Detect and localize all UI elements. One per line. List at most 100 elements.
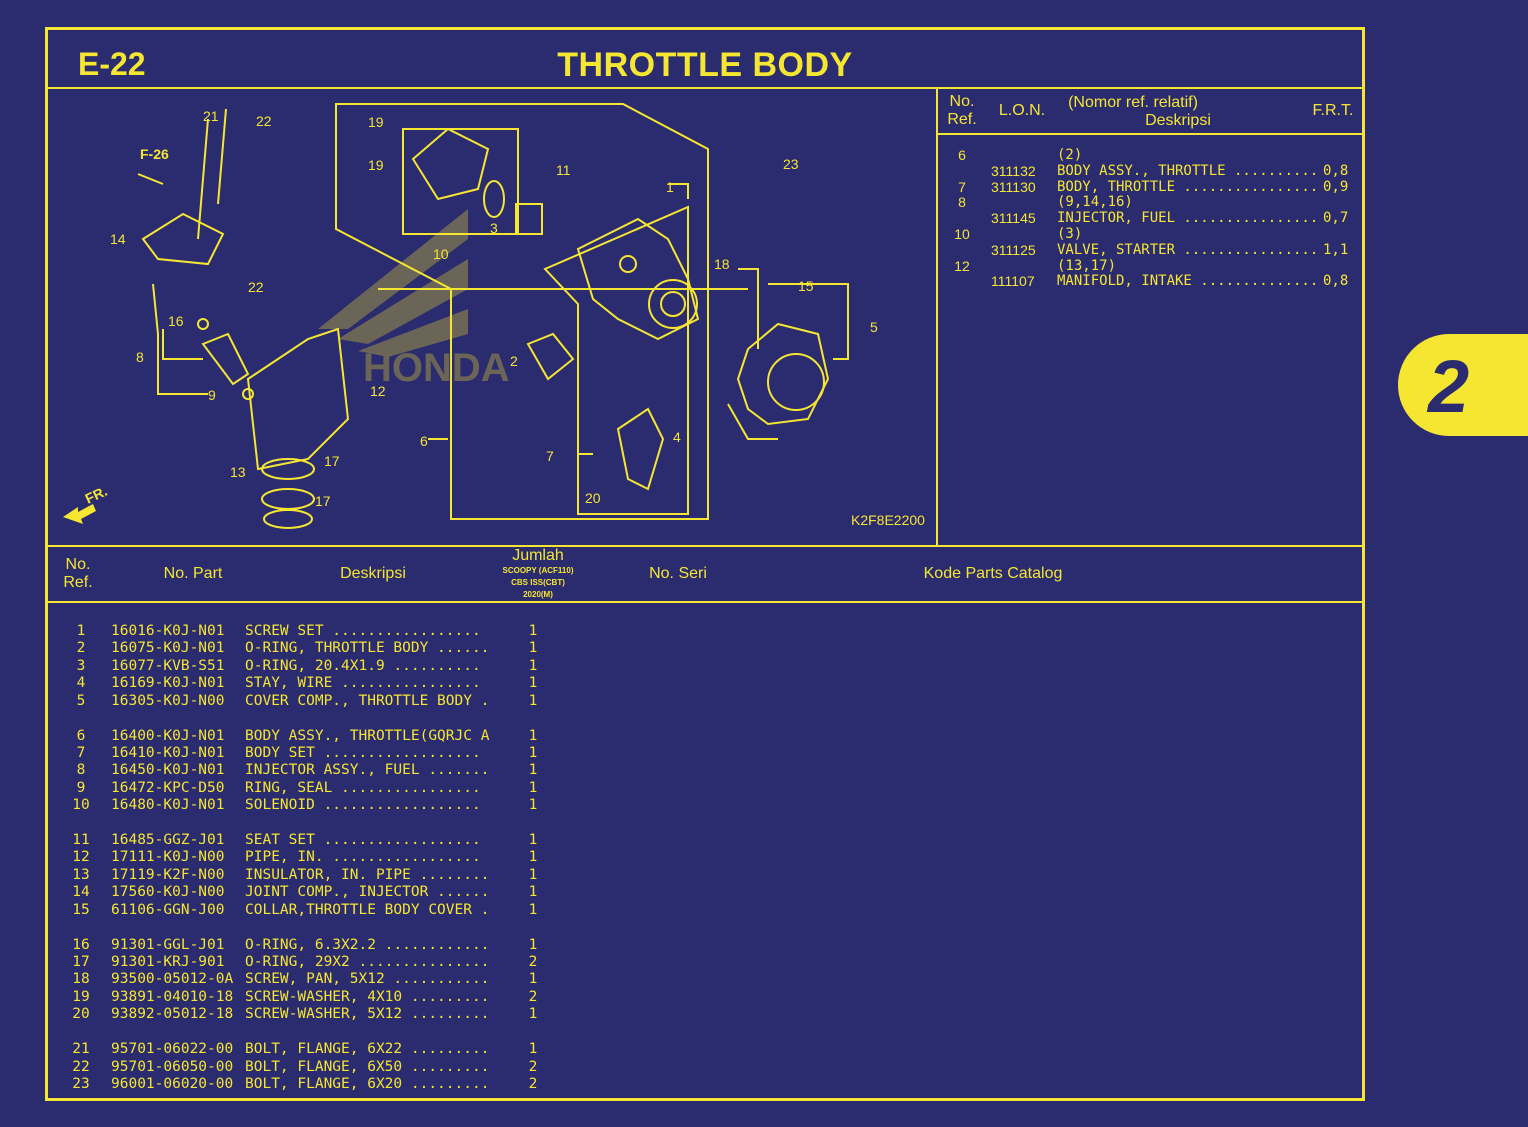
oring-2-part <box>526 332 575 381</box>
ref-cell-lon: 311130 <box>991 178 1036 195</box>
pipe-joint-part <box>141 108 227 266</box>
diagram-code: K2F8E2200 <box>851 512 925 528</box>
ref-cell-desc: VALVE, STARTER .................. <box>1057 242 1315 258</box>
ref-col-deskripsi: Deskripsi <box>1145 112 1211 129</box>
cell-desc: PIPE, IN. ................. <box>245 849 481 866</box>
cell-desc: O-RING, 20.4X1.9 .......... <box>245 657 481 674</box>
cell-part: 17119-K2F-N00 <box>111 866 225 883</box>
col-jumlah: Jumlah <box>512 547 564 564</box>
svg-text:6: 6 <box>420 433 428 449</box>
cell-part: 16450-K0J-N01 <box>111 762 225 779</box>
cell-part: 16169-K0J-N01 <box>111 675 225 692</box>
col-no-ref: No. Ref. <box>63 556 93 591</box>
ref-cell-desc: BODY ASSY., THROTTLE ............ <box>1057 163 1315 179</box>
cell-ref: 19 <box>72 988 90 1005</box>
page-code: E-22 <box>78 46 146 82</box>
exploded-diagram: HONDA <box>63 103 925 529</box>
cell-qty: 1 <box>528 884 538 901</box>
cell-ref: 13 <box>72 866 90 883</box>
cell-desc: BOLT, FLANGE, 6X20 ......... <box>245 1075 490 1092</box>
page-title: THROTTLE BODY <box>557 46 853 84</box>
cell-desc: SEAT SET .................. <box>245 832 481 849</box>
cell-ref: 20 <box>72 1006 90 1023</box>
brand-text: HONDA <box>363 346 510 390</box>
ref-cell-desc: (2) <box>1057 148 1083 163</box>
ref-cell-ref: 6 <box>958 147 966 163</box>
ref-cell-frt: 0,7 <box>1323 210 1349 227</box>
title-divider <box>48 87 1362 89</box>
ref-cell-desc: INJECTOR, FUEL .................. <box>1057 211 1315 227</box>
ref-cell-lon: 311125 <box>991 241 1036 258</box>
cell-qty: 1 <box>528 866 538 883</box>
cell-part: 93892-05012-18 <box>111 1006 234 1023</box>
svg-text:22: 22 <box>248 279 264 295</box>
catalog-frame: E-22 THROTTLE BODY No. Ref. L.O.N. (Nomo… <box>45 27 1365 1101</box>
cell-qty: 1 <box>528 901 538 918</box>
cell-part: 16410-K0J-N01 <box>111 744 225 761</box>
cell-part: 16400-K0J-N01 <box>111 727 225 744</box>
cell-qty: 1 <box>528 971 538 988</box>
section-tab[interactable]: 2 <box>1398 334 1528 436</box>
cell-ref: 10 <box>72 797 90 814</box>
svg-text:17: 17 <box>315 493 331 509</box>
cell-qty: 1 <box>528 1041 538 1058</box>
svg-text:22: 22 <box>256 113 272 129</box>
cell-part: 16016-K0J-N01 <box>111 623 225 639</box>
ref-cell-ref: 12 <box>954 257 970 274</box>
cell-desc: INSULATOR, IN. PIPE ........ <box>245 866 490 883</box>
stay-wire-part <box>616 407 665 491</box>
cell-desc: BODY ASSY., THROTTLE(GQRJC A) <box>245 727 491 744</box>
cell-ref: 11 <box>72 832 90 849</box>
cell-part: 93500-05012-0A <box>111 971 234 988</box>
svg-text:10: 10 <box>433 246 449 262</box>
cell-desc: COVER COMP., THROTTLE BODY . <box>245 692 490 709</box>
ref-cell-desc: (13,17) <box>1057 258 1117 274</box>
cell-desc: O-RING, THROTTLE BODY ...... <box>245 640 490 657</box>
svg-text:20: 20 <box>585 490 601 506</box>
svg-text:11: 11 <box>556 162 571 178</box>
cell-desc: SCREW-WASHER, 4X10 ......... <box>245 988 490 1005</box>
col-no-seri: No. Seri <box>649 565 707 582</box>
table-top-divider <box>48 545 1362 547</box>
table-header-divider <box>48 601 1362 603</box>
cell-desc: O-RING, 29X2 ............... <box>245 954 490 971</box>
cell-part: 16485-GGZ-J01 <box>111 832 225 849</box>
honda-wing-logo: HONDA <box>318 209 510 390</box>
cell-ref: 3 <box>76 657 86 674</box>
ref-col-no-ref: No. Ref. <box>947 93 977 128</box>
ref-cell-ref: 8 <box>958 194 966 211</box>
cell-part: 61106-GGN-J00 <box>111 901 225 918</box>
cell-ref: 16 <box>72 936 90 953</box>
cell-desc: BOLT, FLANGE, 6X50 ......... <box>245 1058 490 1075</box>
svg-text:7: 7 <box>546 448 554 464</box>
cell-ref: 12 <box>72 849 90 866</box>
cover-part <box>727 322 830 440</box>
cell-ref: 9 <box>76 779 86 796</box>
ref-cell-desc: (9,14,16) <box>1057 195 1133 211</box>
cell-qty: 1 <box>528 640 538 657</box>
ref-cell-lon: 311132 <box>991 162 1036 179</box>
ref-col-nomor: (Nomor ref. relatif) <box>1068 94 1198 111</box>
cell-qty: 1 <box>528 657 538 674</box>
cell-part: 96001-06020-00 <box>111 1075 234 1092</box>
cell-desc: SOLENOID .................. <box>245 797 481 814</box>
cell-qty: 2 <box>528 988 538 1005</box>
cell-qty: 1 <box>528 832 538 849</box>
svg-text:5: 5 <box>870 319 878 335</box>
cell-ref: 15 <box>72 901 90 918</box>
cell-desc: STAY, WIRE ................ <box>245 675 481 692</box>
ref-cell-desc: MANIFOLD, INTAKE ................ <box>1057 274 1315 290</box>
cell-qty: 1 <box>528 797 538 814</box>
cell-ref: 5 <box>76 692 86 709</box>
solenoid-part <box>411 127 543 235</box>
cell-ref: 6 <box>76 727 86 744</box>
cell-ref: 7 <box>76 744 86 761</box>
col-model-3: 2020(M) <box>523 590 553 599</box>
cell-qty: 1 <box>528 779 538 796</box>
cell-desc: BOLT, FLANGE, 6X22 ......... <box>245 1041 490 1058</box>
cell-part: 16077-KVB-S51 <box>111 657 225 674</box>
svg-text:23: 23 <box>783 156 799 172</box>
cell-part: 93891-04010-18 <box>111 988 234 1005</box>
col-model-2: CBS ISS(CBT) <box>511 578 565 587</box>
ref-cell-desc: (3) <box>1057 226 1083 242</box>
